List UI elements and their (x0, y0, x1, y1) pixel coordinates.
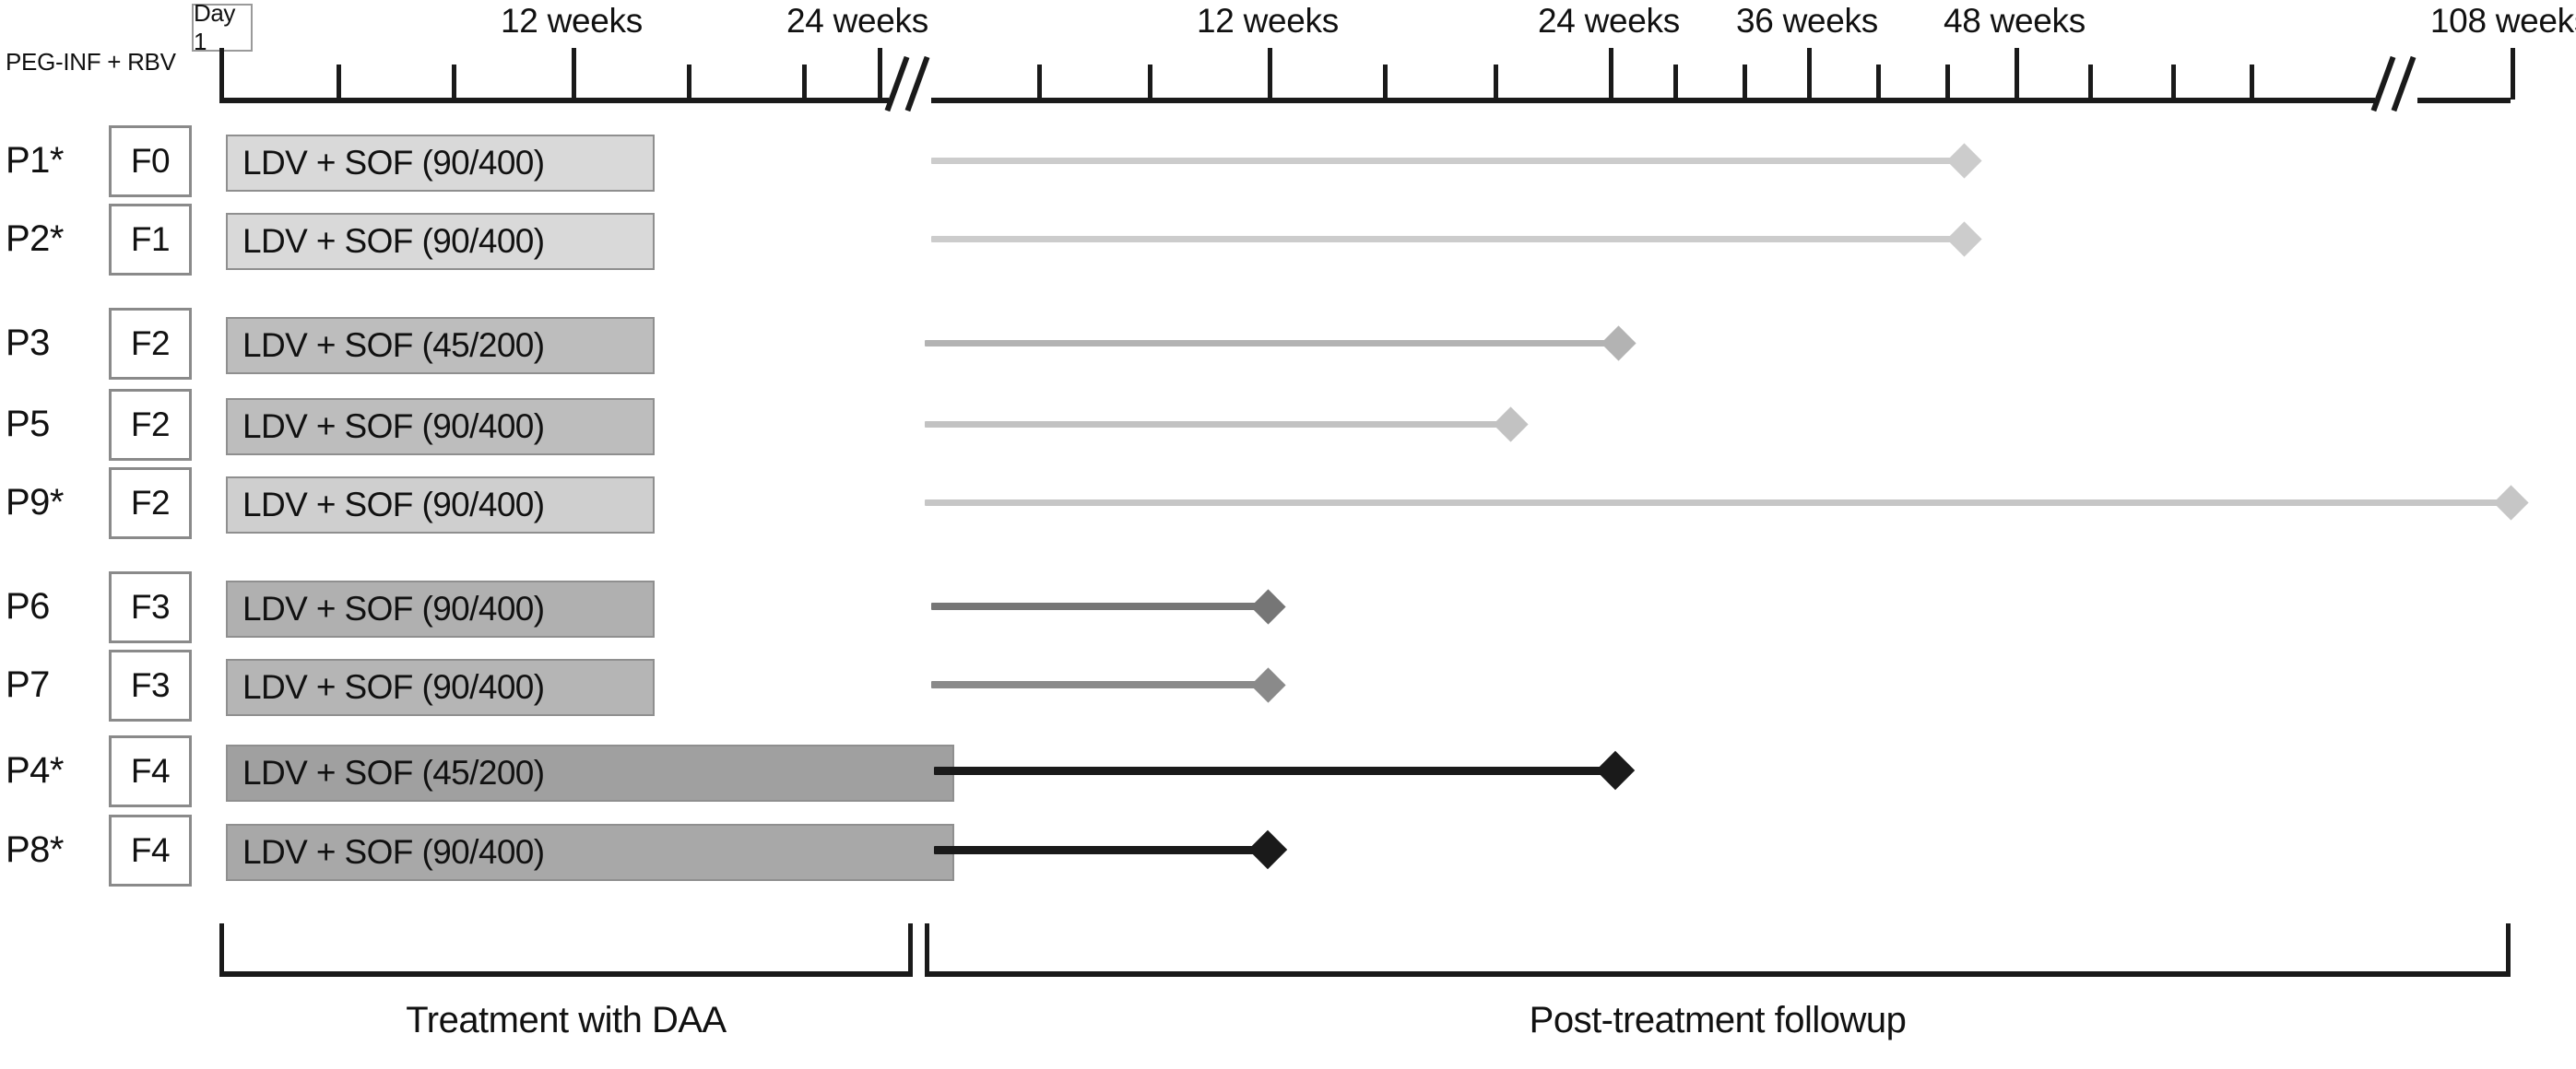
axis-tick (2250, 65, 2254, 100)
axis-label: 12 weeks (501, 2, 643, 40)
treatment-bar: LDV + SOF (45/200) (226, 745, 954, 802)
axis-tick (1876, 65, 1881, 100)
fibrosis-stage-box: F3 (109, 571, 192, 643)
axis-tick (1673, 65, 1678, 100)
fibrosis-stage-box: F3 (109, 650, 192, 722)
treatment-bar: LDV + SOF (90/400) (226, 135, 655, 192)
followup-line (925, 339, 1618, 347)
treatment-bar: LDV + SOF (90/400) (226, 213, 655, 270)
axis-tick (1609, 48, 1613, 100)
axis-tick (802, 65, 807, 100)
day1-callout: Day 1 (192, 0, 253, 55)
axis-label: 24 weeks (1538, 2, 1680, 40)
fibrosis-stage-box: F1 (109, 204, 192, 276)
treatment-bar: LDV + SOF (90/400) (226, 398, 655, 455)
patient-id-label: P4* (6, 750, 65, 791)
axis-label: 48 weeks (1944, 2, 2086, 40)
axis-tick (572, 48, 576, 100)
treatment-bar: LDV + SOF (90/400) (226, 581, 655, 638)
treatment-bar: LDV + SOF (45/200) (226, 317, 655, 374)
followup-endpoint-diamond (1249, 588, 1286, 625)
timeline-axis (219, 98, 2511, 103)
regimen-label: PEG-INF + RBV (6, 48, 176, 76)
patient-id-label: P7 (6, 664, 50, 705)
axis-tick (2088, 65, 2093, 100)
patient-id-label: P1* (6, 140, 65, 181)
axis-tick (687, 65, 691, 100)
followup-endpoint-diamond (1249, 666, 1286, 703)
fibrosis-stage-box: F4 (109, 815, 192, 887)
axis-tick (2015, 48, 2019, 100)
fibrosis-stage-box: F2 (109, 389, 192, 461)
treatment-bar: LDV + SOF (90/400) (226, 476, 655, 534)
axis-break-icon (883, 55, 937, 112)
axis-break-icon (2369, 55, 2423, 112)
followup-endpoint-diamond (1945, 142, 1982, 179)
axis-label: 24 weeks (786, 2, 928, 40)
phase-bracket (219, 923, 913, 977)
followup-line (925, 420, 1510, 428)
axis-label: 36 weeks (1736, 2, 1878, 40)
followup-line (931, 157, 1964, 164)
followup-line (925, 499, 2511, 506)
axis-label: 12 weeks (1197, 2, 1339, 40)
axis-tick (219, 48, 224, 100)
axis-tick (2511, 48, 2515, 100)
followup-endpoint-diamond (1595, 750, 1636, 791)
phase-bracket-caption: Post-treatment followup (1529, 1000, 1907, 1040)
phase-bracket-caption: Treatment with DAA (406, 1000, 727, 1040)
axis-tick (2171, 65, 2176, 100)
axis-tick (1743, 65, 1747, 100)
followup-line (931, 603, 1268, 610)
axis-tick (337, 65, 341, 100)
followup-line (934, 845, 1268, 854)
followup-line (931, 235, 1964, 242)
axis-tick (1148, 65, 1152, 100)
patient-id-label: P6 (6, 586, 50, 627)
axis-tick (1037, 65, 1042, 100)
patient-id-label: P3 (6, 323, 50, 363)
treatment-bar: LDV + SOF (90/400) (226, 824, 954, 881)
followup-endpoint-diamond (1247, 829, 1288, 870)
followup-endpoint-diamond (1600, 324, 1637, 361)
axis-tick (1807, 48, 1812, 100)
phase-bracket (925, 923, 2511, 977)
followup-endpoint-diamond (2492, 484, 2529, 521)
followup-line (934, 766, 1615, 775)
axis-tick (1494, 65, 1498, 100)
axis-tick (1268, 48, 1272, 100)
axis-tick (1383, 65, 1388, 100)
axis-tick (452, 65, 456, 100)
fibrosis-stage-box: F2 (109, 467, 192, 539)
patient-id-label: P9* (6, 482, 65, 523)
treatment-bar: LDV + SOF (90/400) (226, 659, 655, 716)
followup-endpoint-diamond (1945, 220, 1982, 257)
fibrosis-stage-box: F0 (109, 125, 192, 197)
fibrosis-stage-box: F2 (109, 308, 192, 380)
followup-endpoint-diamond (1492, 405, 1529, 442)
followup-line (931, 681, 1268, 688)
fibrosis-stage-box: F4 (109, 735, 192, 807)
axis-label: 108 weeks (2429, 2, 2576, 40)
patient-id-label: P8* (6, 829, 65, 870)
axis-tick (878, 48, 882, 100)
patient-id-label: P2* (6, 218, 65, 259)
axis-tick (1945, 65, 1950, 100)
patient-id-label: P5 (6, 404, 50, 444)
